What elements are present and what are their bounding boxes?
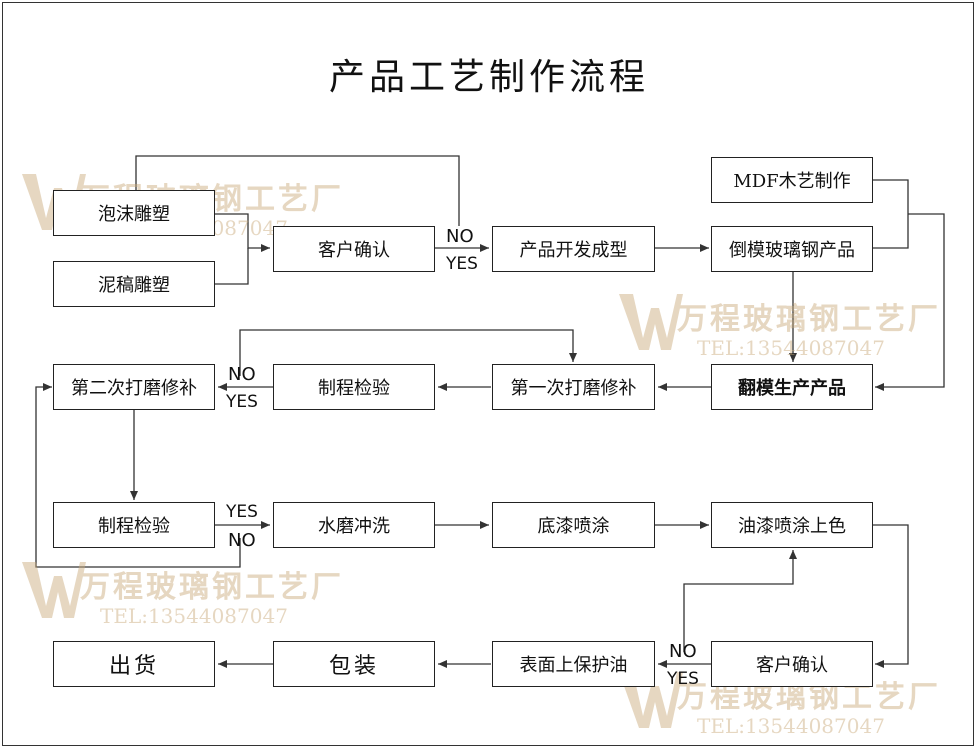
- no-label: NO: [228, 530, 256, 551]
- yes-label: YES: [667, 669, 699, 689]
- oil-paint-box: 油漆喷涂上色: [711, 502, 873, 548]
- remold-production-box: 翻模生产产品: [711, 364, 873, 410]
- no-label: NO: [228, 364, 256, 385]
- yes-label: YES: [226, 502, 258, 522]
- packaging-box: 包装: [273, 641, 435, 687]
- product-development-box: 产品开发成型: [492, 226, 655, 272]
- shipping-box: 出货: [53, 641, 215, 687]
- no-label: NO: [669, 641, 697, 662]
- mold-frp-box: 倒模玻璃钢产品: [711, 226, 873, 272]
- process-inspection-box: 制程检验: [273, 364, 435, 410]
- yes-label: YES: [446, 254, 478, 274]
- customer-confirm-box: 客户确认: [711, 641, 873, 687]
- customer-confirm-box: 客户确认: [273, 226, 435, 272]
- second-polish-box: 第二次打磨修补: [53, 364, 215, 410]
- mdf-wood-box: MDF木艺制作: [711, 157, 873, 203]
- foam-carving-box: 泡沫雕塑: [53, 190, 215, 236]
- first-polish-box: 第一次打磨修补: [492, 364, 655, 410]
- protective-oil-box: 表面上保护油: [492, 641, 655, 687]
- no-label: NO: [446, 226, 474, 247]
- yes-label: YES: [226, 392, 258, 412]
- page-title: 产品工艺制作流程: [328, 57, 649, 98]
- clay-carving-box: 泥稿雕塑: [53, 261, 215, 307]
- primer-spray-box: 底漆喷涂: [492, 502, 655, 548]
- water-wash-box: 水磨冲洗: [273, 502, 435, 548]
- process-inspection-box: 制程检验: [53, 502, 215, 548]
